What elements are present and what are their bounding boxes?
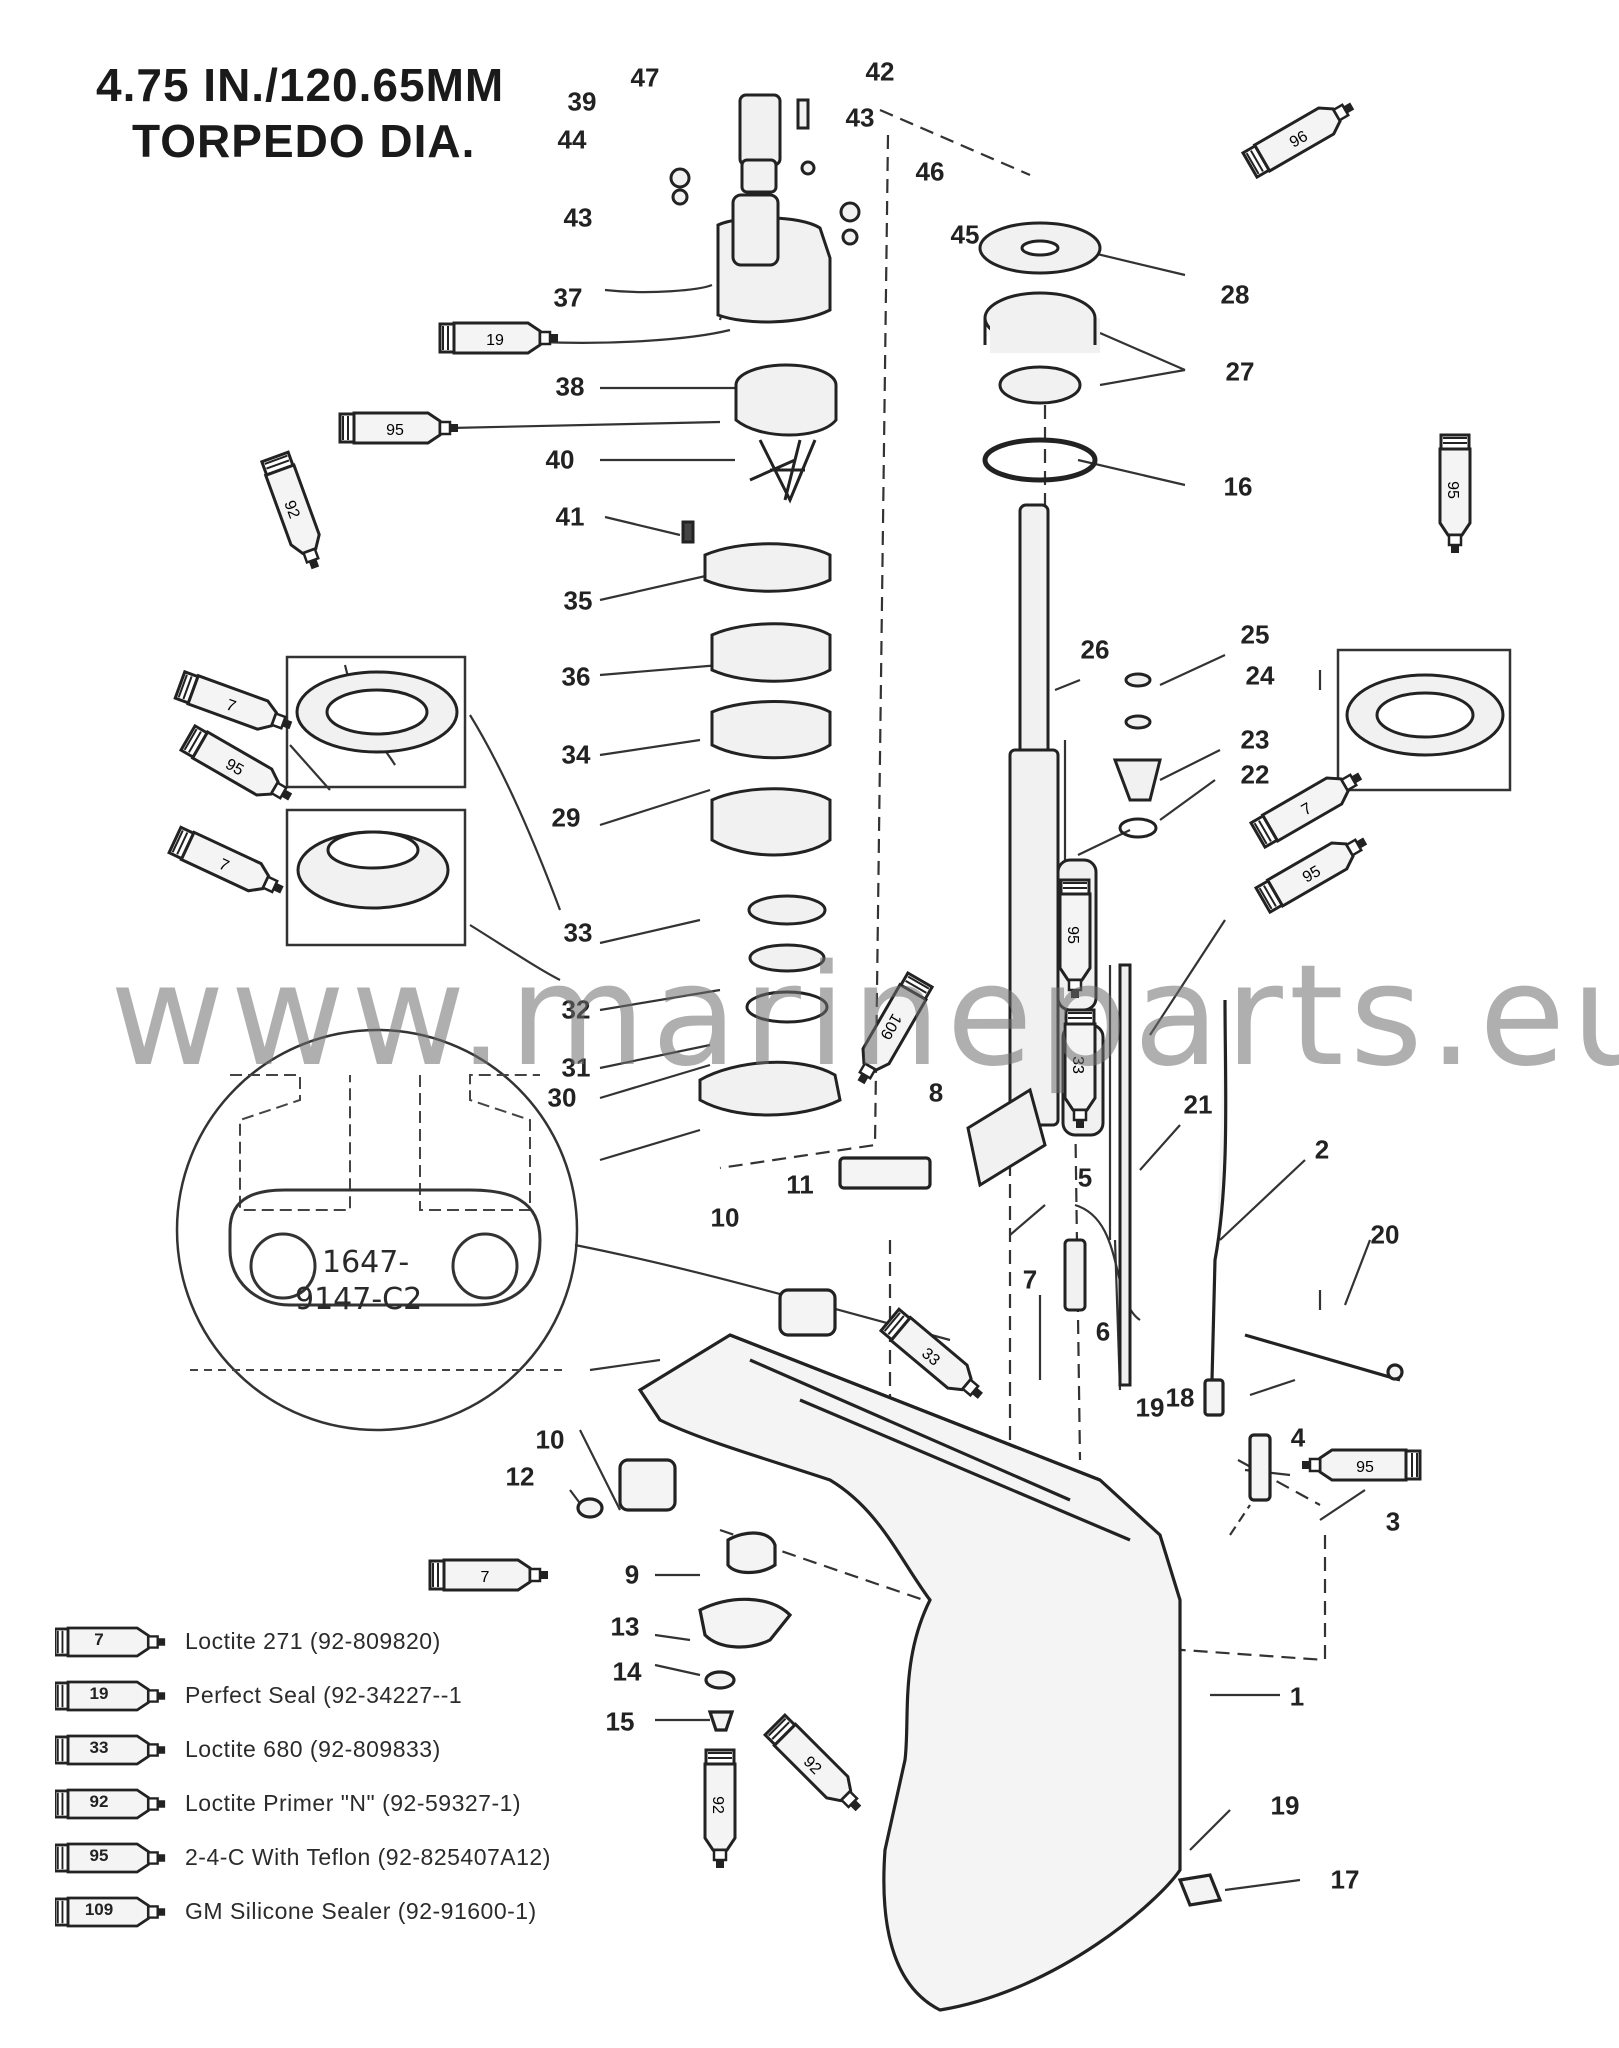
tube-label: 96 xyxy=(1287,128,1311,152)
legend-code: 92 xyxy=(89,1792,109,1811)
part-callout-number: 47 xyxy=(630,62,660,93)
part-callout-number: 33 xyxy=(563,917,593,948)
tube-label: 95 xyxy=(386,422,404,439)
part-callout-number: 10 xyxy=(535,1424,565,1455)
part-callout-number: 21 xyxy=(1183,1089,1213,1120)
part-callout-number: 17 xyxy=(1330,1864,1360,1895)
tube-label: 95 xyxy=(1444,481,1461,499)
tube-label: 92 xyxy=(280,498,302,521)
part-callout-number: 2 xyxy=(1314,1134,1330,1165)
tube-label: 33 xyxy=(1069,1056,1086,1074)
legend-code: 7 xyxy=(94,1630,104,1649)
part-callout-number: 38 xyxy=(555,371,585,402)
legend-text: GM Silicone Sealer (92-91600-1) xyxy=(185,1898,537,1924)
part-callout-number: 14 xyxy=(612,1656,642,1687)
part-callout-number: 10 xyxy=(710,1202,740,1233)
legend-text: 2-4-C With Teflon (92-825407A12) xyxy=(185,1844,551,1870)
tube-label: 95 xyxy=(222,756,246,780)
part-callout-number: 39 xyxy=(567,86,597,117)
title-line-2: TORPEDO DIA. xyxy=(132,115,476,167)
legend-text: Loctite Primer "N" (92-59327-1) xyxy=(185,1790,522,1816)
part-callout-number: 43 xyxy=(845,102,875,133)
part-callout-number: 4 xyxy=(1290,1422,1306,1453)
part-callout-number: 6 xyxy=(1095,1316,1111,1347)
part-callout-number: 22 xyxy=(1240,759,1270,790)
part-callout-number: 28 xyxy=(1220,279,1250,310)
part-callout-number: 42 xyxy=(865,56,895,87)
part-callout-number: 44 xyxy=(557,124,587,155)
part-callout-number: 19 xyxy=(1270,1790,1300,1821)
part-callout-number: 19 xyxy=(1135,1392,1165,1423)
part-callout-number: 18 xyxy=(1165,1382,1195,1413)
detail-part-code-line-2: 9147-C2 xyxy=(295,1282,423,1317)
part-callout-number: 26 xyxy=(1080,634,1110,665)
watermark: www.marineparts.eu xyxy=(110,935,1619,1098)
title-line-1: 4.75 IN./120.65MM xyxy=(96,59,505,111)
legend-text: Perfect Seal (92-34227--1 xyxy=(185,1682,463,1708)
part-callout-number: 20 xyxy=(1370,1219,1400,1250)
part-callout-number: 7 xyxy=(1022,1264,1038,1295)
part-callout-number: 23 xyxy=(1240,724,1270,755)
legend-text: Loctite 680 (92-809833) xyxy=(185,1736,441,1762)
part-callout-number: 31 xyxy=(561,1052,591,1083)
part-callout-number: 32 xyxy=(561,994,591,1025)
tube-label: 7 xyxy=(481,1569,490,1586)
part-callout-number: 16 xyxy=(1223,471,1253,502)
detail-part-code-line-1: 1647- xyxy=(322,1245,410,1280)
legend-text: Loctite 271 (92-809820) xyxy=(185,1628,441,1654)
part-callout-number: 37 xyxy=(553,282,583,313)
tube-label: 19 xyxy=(486,332,504,349)
part-callout-number: 5 xyxy=(1077,1162,1093,1193)
tube-label: 92 xyxy=(709,1796,726,1814)
part-callout-number: 12 xyxy=(505,1461,535,1492)
part-callout-number: 27 xyxy=(1225,356,1255,387)
legend-code: 19 xyxy=(89,1684,109,1703)
part-callout-number: 30 xyxy=(547,1082,577,1113)
part-callout-number: 35 xyxy=(563,585,593,616)
part-callout-number: 8 xyxy=(928,1077,944,1108)
part-callout-number: 3 xyxy=(1385,1506,1401,1537)
part-callout-number: 11 xyxy=(786,1169,814,1200)
part-callout-number: 45 xyxy=(950,219,980,250)
part-callout-number: 9 xyxy=(624,1559,640,1590)
part-callout-number: 43 xyxy=(563,202,593,233)
tube-label: 95 xyxy=(1300,863,1324,887)
legend-code: 95 xyxy=(89,1846,109,1865)
part-callout-number: 15 xyxy=(605,1706,635,1737)
legend-code: 33 xyxy=(89,1738,109,1757)
part-callout-number: 25 xyxy=(1240,619,1270,650)
legend-code: 109 xyxy=(84,1900,114,1919)
part-callout-number: 36 xyxy=(561,661,591,692)
tube-label: 95 xyxy=(1356,1459,1374,1476)
part-callout-number: 41 xyxy=(555,501,585,532)
part-callout-number: 29 xyxy=(551,802,581,833)
part-callout-number: 13 xyxy=(610,1611,640,1642)
part-callout-number: 24 xyxy=(1245,660,1275,691)
part-callout-number: 1 xyxy=(1289,1681,1305,1712)
part-callout-number: 46 xyxy=(915,156,945,187)
part-callout-number: 34 xyxy=(561,739,591,770)
part-callout-number: 40 xyxy=(545,444,575,475)
tube-label: 95 xyxy=(1064,926,1081,944)
